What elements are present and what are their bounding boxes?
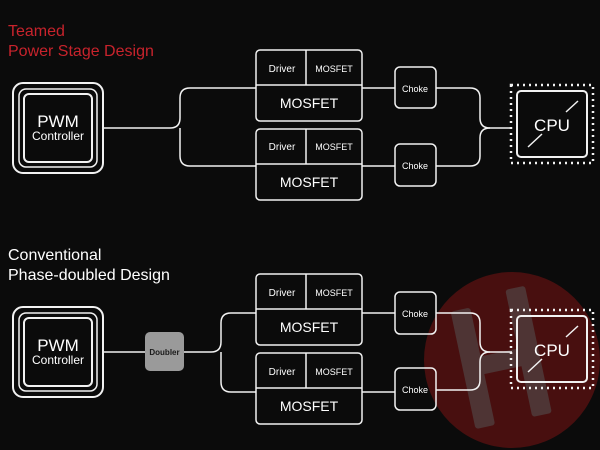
- teamed-top-choke: Choke: [394, 66, 437, 109]
- teamed-stage-top: Driver MOSFET MOSFET: [255, 49, 363, 122]
- doubler-chip: Doubler: [145, 332, 184, 371]
- svg-text:Choke: Choke: [402, 385, 428, 395]
- teamed-controller-label: Controller: [32, 129, 84, 143]
- conventional-title-line1: Conventional: [8, 247, 101, 264]
- teamed-bottom-mosfet-small: MOSFET: [315, 142, 353, 152]
- conventional-stage-top: Driver MOSFET MOSFET: [255, 273, 363, 346]
- teamed-title-line1: Teamed: [8, 23, 65, 40]
- teamed-top-mosfet-small: MOSFET: [315, 64, 353, 74]
- conventional-top-mosfet: MOSFET: [280, 319, 339, 335]
- teamed-pwm-controller: PWM Controller: [12, 82, 104, 174]
- teamed-cpu: CPU: [509, 83, 595, 165]
- teamed-connectors: [103, 87, 512, 167]
- teamed-bottom-driver: Driver: [269, 142, 296, 153]
- teamed-top-mosfet: MOSFET: [280, 95, 339, 111]
- conventional-top-driver: Driver: [269, 288, 296, 299]
- conventional-cpu: CPU: [509, 308, 595, 390]
- svg-text:Choke: Choke: [402, 309, 428, 319]
- conventional-section: Conventional Phase-doubled Design PWM Co…: [8, 247, 595, 425]
- teamed-title-line2: Power Stage Design: [8, 43, 154, 60]
- conventional-cpu-label: CPU: [534, 341, 570, 360]
- conventional-bottom-mosfet-small: MOSFET: [315, 367, 353, 377]
- svg-text:Choke: Choke: [402, 161, 428, 171]
- svg-text:Choke: Choke: [402, 84, 428, 94]
- teamed-top-driver: Driver: [269, 64, 296, 75]
- conventional-top-choke: Choke: [394, 291, 437, 335]
- conventional-pwm-controller: PWM Controller: [12, 306, 104, 398]
- conventional-stage-bottom: Driver MOSFET MOSFET: [255, 352, 363, 425]
- doubler-label: Doubler: [149, 348, 179, 357]
- conventional-bottom-choke: Choke: [394, 367, 437, 411]
- conventional-connectors: [103, 312, 512, 393]
- conventional-title-line2: Phase-doubled Design: [8, 267, 170, 284]
- teamed-cpu-label: CPU: [534, 116, 570, 135]
- conventional-bottom-driver: Driver: [269, 367, 296, 378]
- conventional-pwm-label: PWM: [37, 336, 79, 355]
- teamed-stage-bottom: Driver MOSFET MOSFET: [255, 128, 363, 201]
- teamed-bottom-choke: Choke: [394, 143, 437, 187]
- conventional-controller-label: Controller: [32, 353, 84, 367]
- conventional-top-mosfet-small: MOSFET: [315, 288, 353, 298]
- conventional-bottom-mosfet: MOSFET: [280, 398, 339, 414]
- teamed-pwm-label: PWM: [37, 112, 79, 131]
- teamed-section: Teamed Power Stage Design PWM Controller…: [8, 23, 595, 201]
- teamed-bottom-mosfet: MOSFET: [280, 174, 339, 190]
